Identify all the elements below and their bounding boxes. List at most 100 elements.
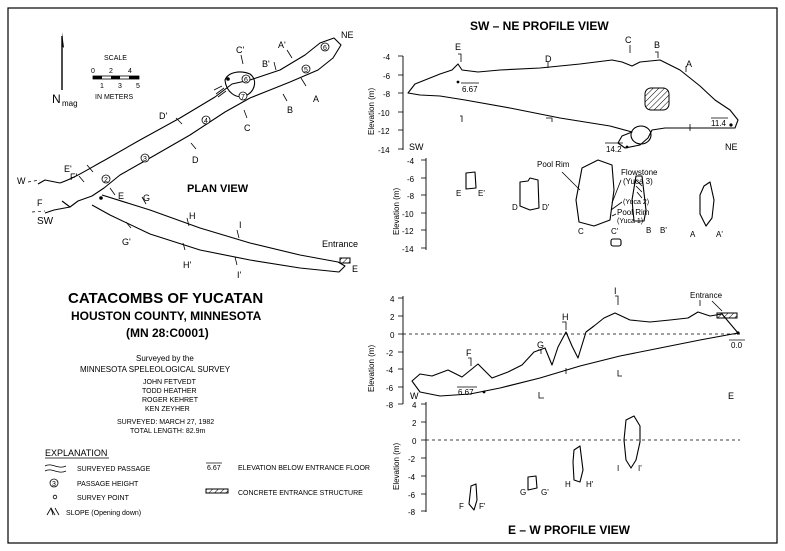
sw-ne-section-ticks	[458, 45, 691, 131]
xsec-top-tick--8: -8	[407, 192, 415, 201]
e-w-axis-label: Elevation (m)	[367, 345, 376, 392]
sw-ne-elev-14-2: 14.2	[606, 145, 622, 154]
sw-ne-survey-point	[625, 145, 629, 149]
legend-passage-icon	[44, 464, 67, 473]
top-cross-sections: -4 -6 -8 -10 -12 -14 Elevation (m) E E' …	[392, 157, 723, 254]
xsec-bottom-axis-label: Elevation (m)	[392, 443, 401, 490]
plan-label-a-prime: A'	[278, 40, 286, 50]
legend-survey-point-icon	[52, 494, 58, 500]
note-pool-rim-2: Pool Rim	[617, 208, 650, 217]
legend-slope-icon	[46, 507, 60, 516]
survey-org: MINNESOTA SPELEOLOGICAL SURVEY	[80, 365, 231, 374]
sw-ne-sw-label: SW	[409, 142, 424, 152]
scale-tick-0: 0	[91, 68, 95, 75]
plan-height-6: 6	[323, 45, 327, 52]
e-w-passage-profile	[411, 311, 739, 397]
e-w-label-h: H	[562, 312, 569, 322]
sw-ne-axis-label: Elevation (m)	[367, 88, 376, 135]
xsec-d-shape	[519, 177, 540, 211]
plan-label-c: C	[244, 123, 251, 133]
xsec-e-shape	[465, 171, 477, 190]
xsec-label-f: F	[459, 502, 464, 511]
legend-height-sample: 3	[52, 481, 56, 488]
xsec-label-d-prime: D'	[542, 203, 550, 212]
sw-ne-hatched-block	[644, 87, 670, 111]
xsec-top-tick--12: -12	[402, 227, 414, 236]
xsec-label-b: B	[646, 226, 651, 235]
scale-tick-1: 1	[100, 83, 104, 90]
surveyed-by: Surveyed by the	[136, 354, 194, 363]
plan-view: N mag SCALE 0 2 4 1 3 5 IN METERS	[17, 30, 358, 280]
plan-section-ticks	[78, 49, 307, 266]
xsec-label-b-prime: B'	[660, 226, 667, 235]
e-w-axis-ticks	[398, 297, 403, 405]
note-yuca-3: (Yuca 3)	[623, 177, 653, 186]
sw-ne-tick--6: -6	[383, 72, 391, 81]
xsec-top-tick--14: -14	[402, 245, 414, 254]
plan-label-h-prime: H'	[183, 260, 191, 270]
sw-ne-axis-ticks	[398, 55, 403, 150]
xsec-bottom-tick--8: -8	[408, 508, 416, 517]
sw-ne-tick--10: -10	[378, 109, 390, 118]
xsec-top-tick--4: -4	[407, 157, 415, 166]
scale-bar	[92, 75, 140, 80]
sw-ne-label-e: E	[455, 42, 461, 52]
plan-main-passage	[59, 37, 342, 208]
surveyor-2: TODD HEATHER	[142, 388, 197, 395]
e-w-e-label: E	[728, 391, 734, 401]
sw-ne-label-b: B	[654, 40, 660, 50]
e-w-label-i: I	[614, 286, 617, 296]
xsec-label-h-prime: H'	[586, 480, 594, 489]
explanation-legend: EXPLANATION SURVEYED PASSAGE 3 PASSAGE H…	[44, 448, 370, 517]
xsec-label-g-prime: G'	[541, 488, 549, 497]
plan-entrance-passage	[91, 194, 346, 273]
sw-ne-survey-point	[456, 80, 460, 84]
title-block: CATACOMBS OF YUCATAN HOUSTON COUNTY, MIN…	[68, 290, 263, 435]
plan-label-g: G	[143, 193, 150, 203]
sw-ne-survey-point	[729, 123, 733, 127]
explanation-title: EXPLANATION	[45, 448, 107, 458]
e-w-entrance-structure-icon	[716, 312, 738, 319]
xsec-label-a: A	[690, 230, 696, 239]
plan-passage-heights	[101, 42, 330, 184]
xsec-bottom-tick--6: -6	[408, 491, 416, 500]
plan-label-i-prime: I'	[237, 270, 242, 280]
scale-tick-5: 5	[136, 83, 140, 90]
plan-label-b-prime: B'	[262, 59, 270, 69]
xsec-bottom-tick-2: 2	[412, 419, 417, 428]
xsec-c-shape	[575, 159, 615, 227]
xsec-top-axis-label: Elevation (m)	[392, 188, 401, 235]
e-w-elev-6-67: 6.67	[458, 388, 474, 397]
xsec-label-e: E	[456, 189, 461, 198]
xsec-label-f-prime: F'	[479, 502, 486, 511]
plan-label-d-prime: D'	[159, 111, 167, 121]
plan-ne-label: NE	[341, 30, 354, 40]
surveyor-4: KEN ZEYHER	[145, 406, 190, 413]
county-title: HOUSTON COUNTY, MINNESOTA	[71, 309, 262, 323]
survey-date: SURVEYED: MARCH 27, 1982	[117, 419, 214, 426]
sw-ne-chamber	[630, 125, 652, 145]
note-yuca-1: (Yuca 1)	[617, 218, 643, 225]
plan-e-label: E	[352, 264, 358, 274]
xsec-bottom-tick--4: -4	[408, 473, 416, 482]
legend-concrete-entrance: CONCRETE ENTRANCE STRUCTURE	[238, 490, 363, 497]
plan-view-title: PLAN VIEW	[187, 183, 249, 195]
xsec-label-g: G	[520, 488, 526, 497]
plan-label-i: I	[239, 220, 242, 230]
plan-sw-label: SW	[37, 216, 54, 227]
scale-units: IN METERS	[95, 94, 133, 101]
note-flowstone: Flowstone	[621, 168, 658, 177]
sw-ne-title: SW – NE PROFILE VIEW	[470, 19, 609, 33]
e-w-profile: 4 2 0 -2 -4 -6 -8 Elevation (m) F G H I …	[367, 286, 745, 410]
e-w-title: E – W PROFILE VIEW	[508, 523, 631, 537]
plan-label-g-prime: G'	[122, 237, 131, 247]
e-w-label-g: G	[537, 340, 544, 350]
north-arrow-icon	[61, 32, 64, 90]
xsec-f-shape	[468, 483, 478, 511]
sw-ne-tick--4: -4	[383, 53, 391, 62]
sw-ne-elev-6-67: 6.67	[462, 85, 478, 94]
plan-label-c-prime: C'	[236, 45, 244, 55]
e-w-survey-point	[482, 390, 486, 394]
e-w-tick-4: 4	[390, 295, 395, 304]
